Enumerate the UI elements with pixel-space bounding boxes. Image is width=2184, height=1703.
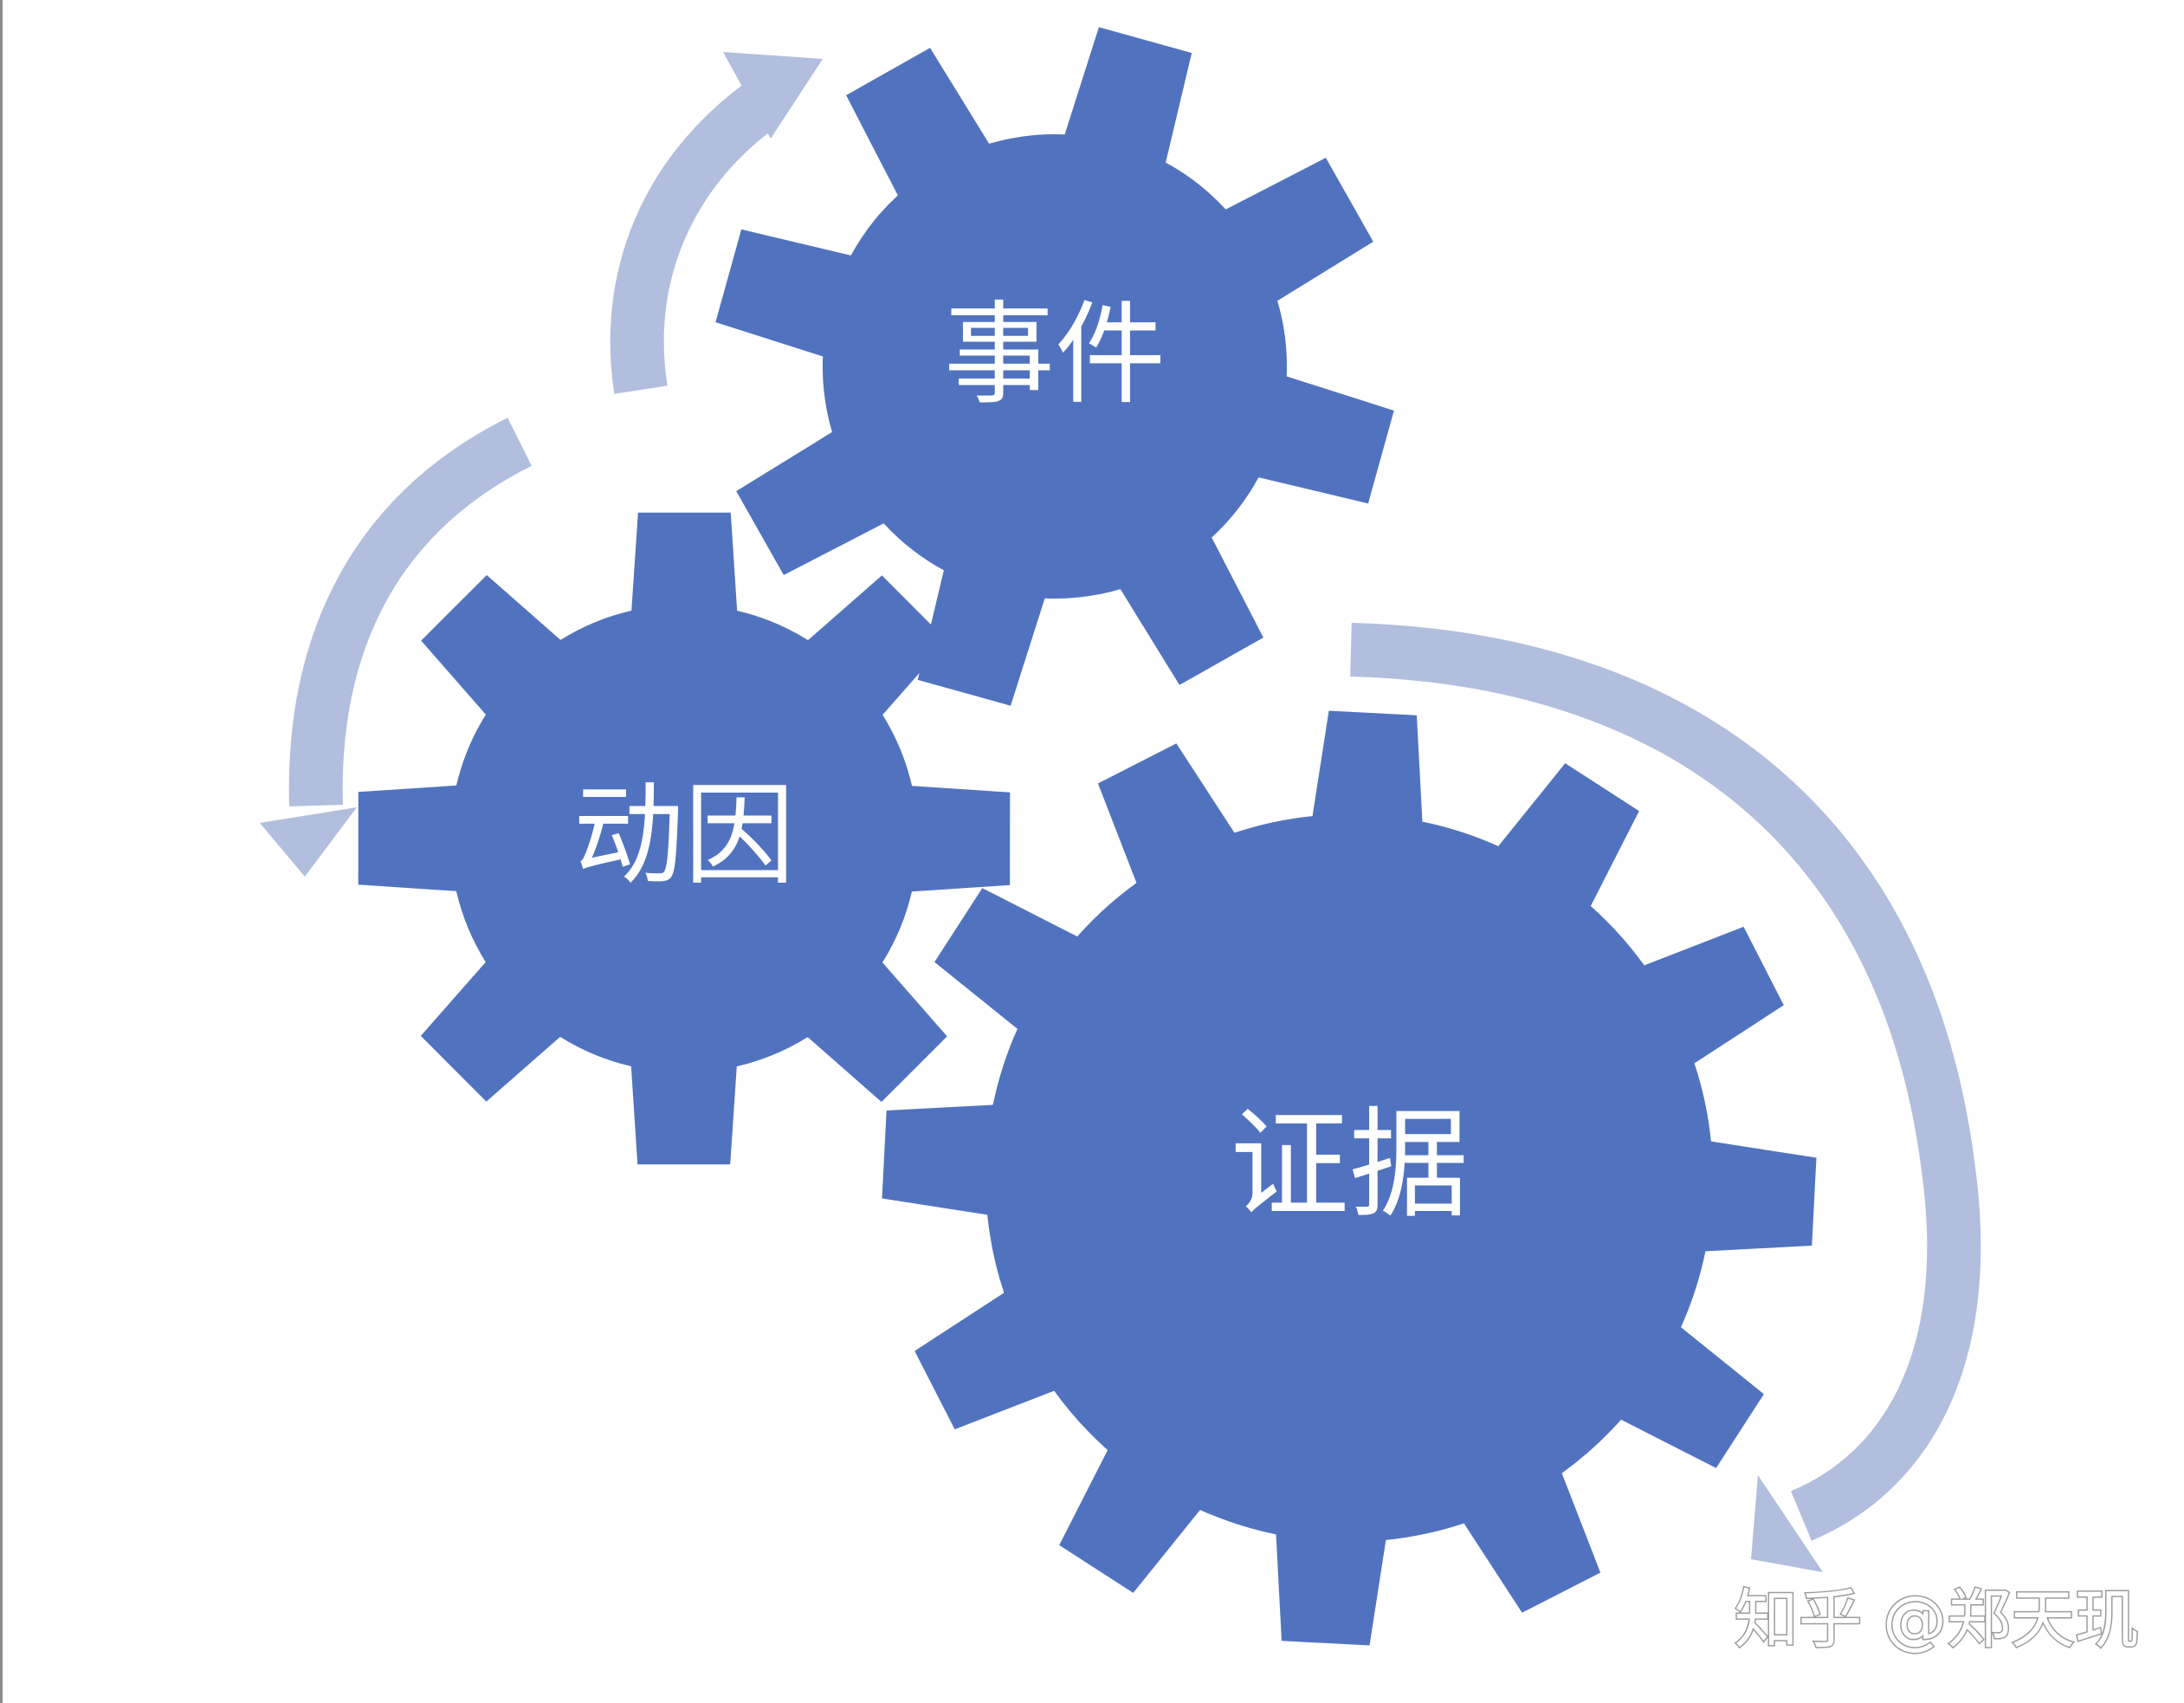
gear-event: 事件	[715, 27, 1394, 706]
left-edge-line	[0, 0, 3, 1703]
arrow-event-to-motive-body	[288, 418, 533, 806]
gear-evidence-label: 证据	[1230, 1096, 1469, 1235]
gear-event-label: 事件	[944, 291, 1166, 420]
gear-motive-label: 动因	[573, 772, 795, 901]
gear-motive-shape	[358, 512, 1011, 1165]
gear-evidence-shape	[882, 710, 1817, 1646]
arrow-motive-to-event-body	[610, 81, 779, 394]
arrow-event-to-motive-head	[260, 807, 357, 877]
arrows-layer	[260, 52, 1981, 1572]
arrow-evidence-cycle-body	[1350, 623, 1981, 1541]
arrow-motive-to-event-head	[723, 52, 823, 139]
arrow-evidence-cycle-head	[1751, 1475, 1823, 1572]
gear-event-shape	[715, 27, 1394, 706]
gear-evidence: 证据	[882, 710, 1817, 1646]
gear-motive: 动因	[358, 512, 1011, 1165]
watermark-text: 知乎 @郑天玑	[1734, 1583, 2139, 1657]
